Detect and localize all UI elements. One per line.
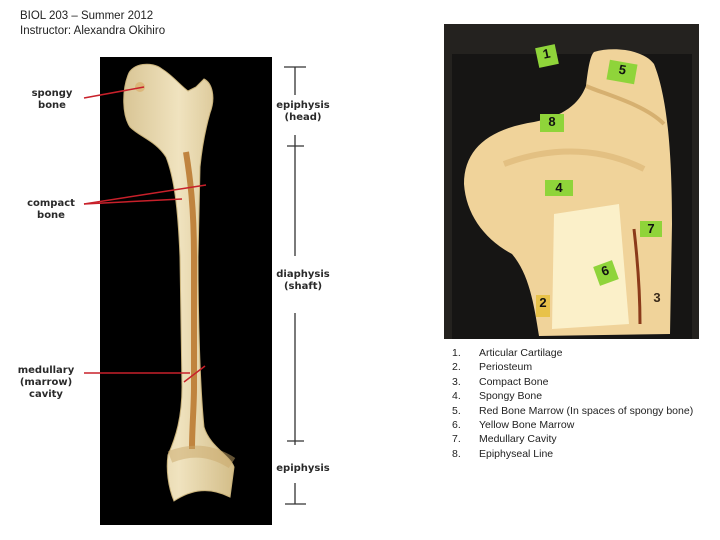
bone-specimen-photo: 1 5 8 4 7 6 2 3: [444, 24, 699, 339]
pin-flag-7: 7: [640, 221, 662, 237]
pin-flag-1: 1: [535, 44, 559, 68]
femur-illustration: [123, 63, 236, 502]
legend-item: 2. Periosteum: [452, 360, 693, 374]
femur-diagram: [100, 57, 272, 525]
label-line: diaphysis: [276, 269, 330, 280]
legend-label: Articular Cartilage: [479, 347, 563, 359]
pin-flag-8: 8: [540, 114, 564, 132]
label-line: (head): [284, 112, 322, 123]
legend-label: Yellow Bone Marrow: [479, 419, 575, 432]
label-line: spongy: [31, 88, 73, 99]
legend-number: 3.: [452, 375, 461, 388]
label-line: (marrow): [19, 377, 73, 388]
legend-item: 8. Epiphyseal Line: [452, 447, 693, 461]
instructor-name: Instructor: Alexandra Okihiro: [20, 25, 166, 37]
legend-label: Red Bone Marrow (In spaces of spongy bon…: [479, 404, 694, 417]
label-line: medullary: [17, 365, 75, 376]
course-title: BIOL 203 – Summer 2012: [20, 10, 154, 22]
structure-legend: 1. Articular Cartilage 2. Periosteum 3. Com…: [452, 346, 693, 461]
label-spongy-bone: spongy bone: [26, 88, 78, 112]
legend-item: 5. Red Bone Marrow (In spaces of spongy b…: [452, 404, 693, 418]
pin-number: 4: [555, 180, 563, 195]
label-line: compact: [27, 198, 75, 209]
slide-header: BIOL 203 – Summer 2012 Instructor: Alexa…: [20, 9, 165, 39]
pin-number: 2: [539, 295, 547, 310]
legend-number: 4.: [452, 390, 461, 403]
legend-label: Medullary Cavity: [479, 433, 557, 446]
label-line: epiphysis: [276, 463, 330, 474]
legend-item: 4. Spongy Bone: [452, 389, 693, 403]
label-line: epiphysis: [276, 100, 330, 111]
legend-label: Periosteum: [479, 361, 533, 374]
legend-number: 6.: [452, 419, 461, 432]
label-line: bone: [37, 210, 65, 221]
pin-number: 3: [653, 290, 661, 305]
pin-number: 5: [617, 61, 628, 78]
legend-item: 6. Yellow Bone Marrow: [452, 418, 693, 432]
legend-item: 1. Articular Cartilage: [452, 346, 693, 360]
pin-flag-4: 4: [545, 180, 573, 196]
legend-label: Spongy Bone: [479, 390, 543, 403]
pin-number: 7: [647, 221, 655, 236]
legend-label: Compact Bone: [479, 375, 549, 388]
label-line: cavity: [29, 389, 63, 400]
label-line: bone: [38, 100, 66, 111]
pin-number: 8: [548, 114, 556, 129]
legend-number: 5.: [452, 404, 461, 417]
label-diaphysis-shaft: diaphysis (shaft): [272, 269, 334, 293]
legend-label: Epiphyseal Line: [479, 447, 554, 460]
legend-item: 7. Medullary Cavity: [452, 432, 693, 446]
legend-number: 2.: [452, 361, 461, 374]
legend-number: 8.: [452, 447, 461, 460]
legend-item: 3. Compact Bone: [452, 375, 693, 389]
pin-marker-2: 2: [536, 295, 550, 317]
legend-number: 7.: [452, 433, 461, 446]
label-epiphysis-distal: epiphysis: [272, 463, 334, 475]
label-medullary-cavity: medullary (marrow) cavity: [14, 365, 78, 401]
pin-number: 1: [541, 45, 552, 62]
label-line: (shaft): [283, 281, 323, 292]
pin-marker-3: 3: [650, 290, 664, 306]
legend-number: 1.: [452, 347, 461, 359]
label-epiphysis-head: epiphysis (head): [272, 100, 334, 124]
label-compact-bone: compact bone: [22, 198, 80, 222]
pin-number: 6: [599, 262, 612, 279]
